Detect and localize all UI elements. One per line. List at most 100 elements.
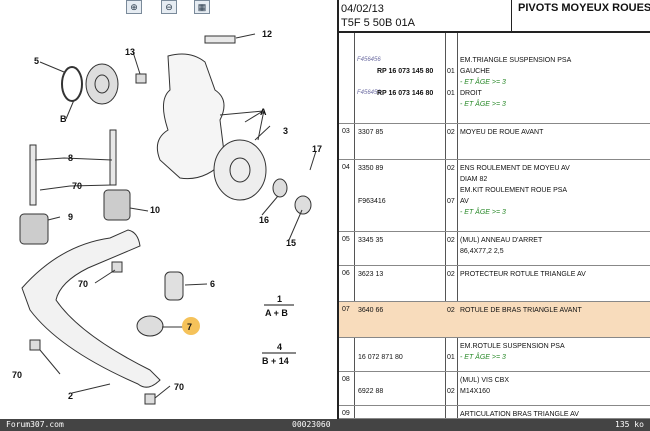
part-number: 3623 13	[358, 271, 384, 278]
part-number: 3307 85	[358, 129, 384, 136]
ball-joint-boot	[164, 271, 184, 301]
snap-ring	[61, 66, 83, 102]
callout-7-highlight	[182, 317, 200, 335]
callout-A: A	[260, 107, 267, 117]
nut-13	[135, 73, 147, 84]
wheel-hub	[213, 139, 267, 201]
description: - ET ÂGE >= 3	[460, 79, 506, 86]
description: - ET ÂGE >= 3	[460, 101, 506, 108]
description: EM.TRIANGLE SUSPENSION PSA	[460, 57, 572, 64]
ref-stamp: F456456	[357, 57, 381, 63]
ref-stamp: F456456	[357, 90, 381, 96]
bolt-right	[109, 129, 117, 186]
description: - ET ÂGE >= 3	[460, 354, 506, 361]
legend-1-expr: A + B	[265, 308, 288, 318]
parts-list-pane: 04/02/13 T5F 5 50B 01A PIVOTS MOYEUX ROU…	[337, 0, 650, 419]
row-index: 09	[342, 410, 350, 417]
parts-row[interactable]: 04 3350 89 02 ENS ROULEMENT DE MOYEU AV DIAM…	[339, 160, 650, 232]
description: AV	[460, 198, 469, 205]
description: EM.KIT ROULEMENT ROUE PSA	[460, 187, 568, 194]
row-index: 07	[342, 306, 350, 313]
legend-1-num: 1	[277, 294, 282, 304]
bush-right	[103, 189, 131, 221]
nut-70a	[111, 261, 123, 273]
callout-12: 12	[262, 29, 272, 39]
nut-16	[294, 195, 312, 215]
page-title: PIVOTS MOYEUX ROUES	[518, 2, 650, 14]
legend-4-expr: B + 14	[262, 356, 289, 366]
part-number: RP 16 073 146 80	[377, 90, 434, 97]
callout-13: 13	[125, 47, 135, 57]
hub-bearing	[85, 63, 119, 105]
description: DIAM 82	[460, 176, 488, 183]
bolt-top	[204, 35, 236, 44]
callout-16: 15	[286, 238, 296, 248]
parts-row[interactable]: 09 ARTICULATION BRAS TRIANGLE AV	[339, 406, 650, 419]
description: GAUCHE	[460, 68, 490, 75]
legend-4-num: 4	[277, 342, 282, 352]
callout-70-b: 70	[12, 370, 22, 380]
callout-5: 5	[34, 56, 39, 66]
description: 86,4X77,2 2,5	[460, 248, 504, 255]
grid-icon: ▦	[197, 2, 207, 12]
callout-7[interactable]: 7	[187, 322, 192, 332]
row-index: 03	[342, 128, 350, 135]
description: ARTICULATION BRAS TRIANGLE AV	[460, 411, 579, 418]
callout-70-c: 70	[174, 382, 184, 392]
status-bar: Forum307.com 00023060 135 ko	[0, 419, 650, 431]
header-title-box: PIVOTS MOYEUX ROUES	[511, 0, 650, 31]
part-number: 3345 35	[358, 237, 384, 244]
row-index: 05	[342, 236, 350, 243]
quantity: 02	[447, 307, 455, 314]
quantity: 02	[447, 237, 455, 244]
row-index: 06	[342, 270, 350, 277]
parts-row[interactable]: 05 3345 35 02 (MUL) ANNEAU D'ARRET 86,4X77,2…	[339, 232, 650, 266]
callout-8: 8	[68, 153, 73, 163]
quantity: 02	[447, 165, 455, 172]
header-ref: T5F 5 50B 01A	[341, 17, 415, 29]
nut-70b	[29, 339, 41, 351]
callout-70-a: 70	[78, 279, 88, 289]
diagram-pane: ⊕ ⊖ ▦	[0, 0, 334, 405]
nut-14	[272, 178, 288, 198]
callout-17: 70	[72, 181, 82, 191]
footer-size: 135 ko	[615, 420, 644, 429]
zoom-out-button[interactable]: ⊖	[161, 0, 177, 14]
ball-joint	[136, 315, 164, 337]
toolbar: ⊕ ⊖ ▦	[0, 0, 334, 14]
zoom-in-button[interactable]: ⊕	[126, 0, 142, 14]
nut-70c	[144, 393, 156, 405]
callout-9: 9	[68, 212, 73, 222]
quantity: 01	[447, 90, 455, 97]
part-number: 3350 89	[358, 165, 384, 172]
description: M14X160	[460, 388, 490, 395]
bolt-left	[29, 144, 37, 206]
description: ENS ROULEMENT DE MOYEU AV	[460, 165, 570, 172]
row-index: 04	[342, 164, 350, 171]
footer-site: Forum307.com	[6, 420, 64, 429]
parts-row[interactable]: F456456 EM.TRIANGLE SUSPENSION PSA RP 16 0…	[339, 52, 650, 124]
exploded-diagram: 5 B 13 12 A 3 8 17 70 9 10 16 15 70 6 70…	[12, 29, 322, 405]
quantity: 01	[447, 68, 455, 75]
steering-knuckle	[156, 53, 226, 180]
part-number: F963416	[358, 198, 386, 205]
grid-button[interactable]: ▦	[194, 0, 210, 14]
zoom-out-icon: ⊖	[165, 2, 173, 12]
callout-10: 10	[150, 205, 160, 215]
description: DROIT	[460, 90, 482, 97]
wishbone-arm	[21, 229, 161, 388]
callout-15: 17	[312, 144, 322, 154]
part-number: 16 072 871 80	[358, 354, 403, 361]
part-number: 3640 66	[358, 307, 384, 314]
description: (MUL) ANNEAU D'ARRET	[460, 237, 543, 244]
description: (MUL) VIS CBX	[460, 377, 510, 384]
part-number: 6922 88	[358, 388, 384, 395]
quantity: 02	[447, 388, 455, 395]
description: - ET ÂGE >= 3	[460, 209, 506, 216]
description: EM.ROTULE SUSPENSION PSA	[460, 343, 565, 350]
